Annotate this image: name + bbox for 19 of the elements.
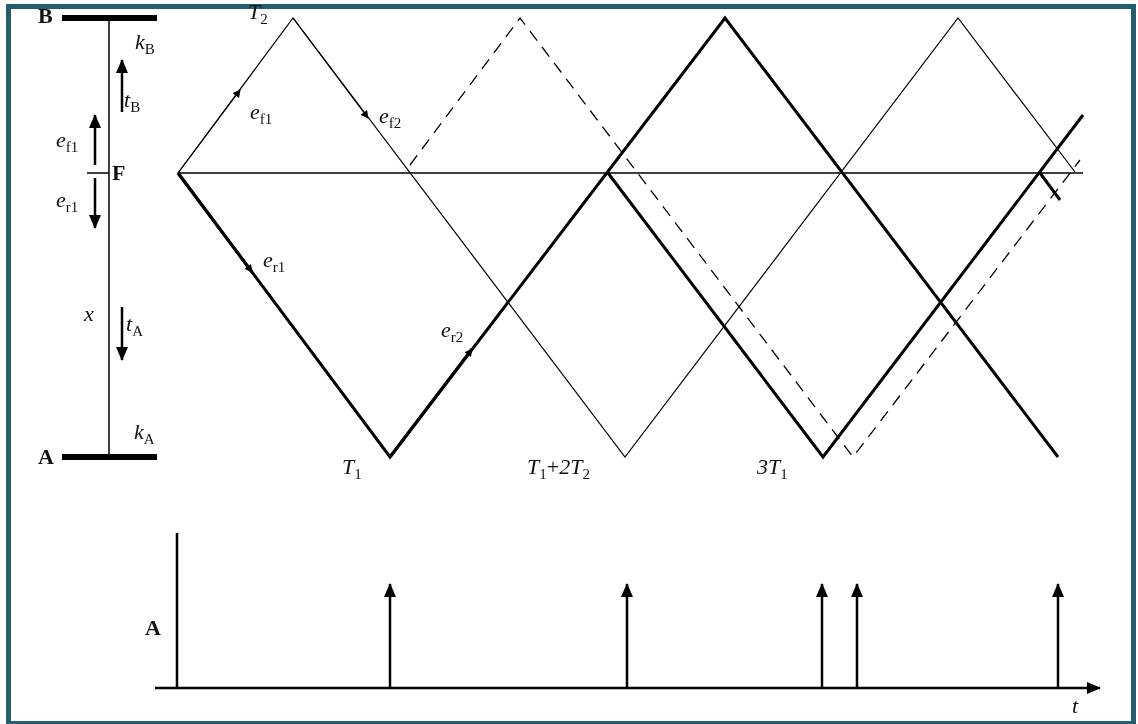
math-label: k$_{B}$ bbox=[135, 30, 155, 54]
bus-label: B bbox=[38, 4, 53, 28]
math-label: e$_{r2}$ bbox=[441, 318, 464, 342]
axis-label: A bbox=[145, 616, 161, 640]
bus-label: F bbox=[112, 161, 126, 185]
math-label: t$_{A}$ bbox=[126, 312, 143, 336]
axis-label: t bbox=[1072, 694, 1079, 718]
time-label: T$_{1}$ bbox=[342, 455, 362, 479]
math-label: x bbox=[84, 302, 94, 326]
math-label: e$_{r1}$ bbox=[56, 188, 79, 212]
time-label: 3T$_{1}$ bbox=[757, 455, 788, 479]
math-label: t$_{B}$ bbox=[124, 88, 141, 112]
math-label: e$_{f1}$ bbox=[250, 100, 273, 124]
bus-label: A bbox=[38, 445, 54, 469]
math-label: k$_{A}$ bbox=[134, 420, 155, 444]
math-label: e$_{r1}$ bbox=[263, 248, 286, 272]
math-label: e$_{f1}$ bbox=[56, 128, 79, 152]
time-label: T$_{1}$+2T$_{2}$ bbox=[527, 455, 590, 479]
math-label: e$_{f2}$ bbox=[379, 104, 402, 128]
